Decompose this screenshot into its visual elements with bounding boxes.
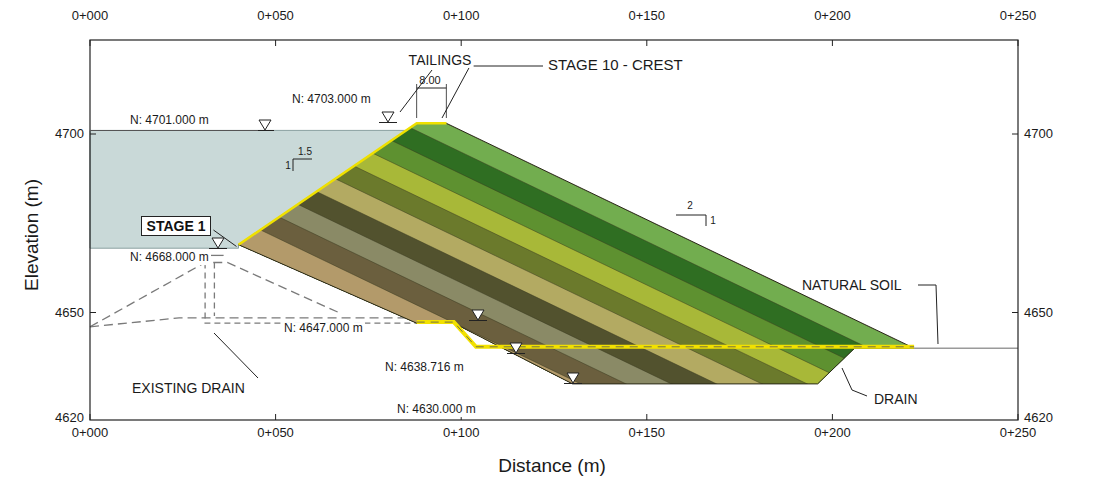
tick	[275, 414, 276, 420]
level-marker	[567, 373, 579, 383]
stage-band	[0, 63, 1105, 489]
axis-tick-label: 0+000	[72, 426, 109, 441]
drain	[417, 322, 914, 347]
upstream-liner	[239, 123, 447, 244]
axis-tick-label: 0+100	[443, 9, 480, 24]
leader-line	[442, 66, 543, 118]
dam-stages	[0, 63, 1105, 489]
slope-label: 1	[710, 215, 716, 227]
slope-label: 2	[687, 200, 693, 212]
level-marker-line	[469, 320, 487, 321]
axis-tick-label: 0+050	[257, 426, 294, 441]
tick	[1012, 134, 1018, 135]
tick	[646, 414, 647, 420]
slope-symbol	[293, 159, 312, 171]
tick	[90, 312, 96, 313]
axis-tick-label: 0+200	[814, 9, 851, 24]
stage-band	[0, 63, 1075, 489]
leader-line	[918, 285, 938, 344]
stage-band	[0, 63, 1030, 489]
dimension-extension	[446, 84, 447, 118]
tick	[832, 414, 833, 420]
axis-tick-label: 4650	[55, 305, 84, 320]
dimension-label: 8.00	[419, 74, 440, 87]
axis-tick-label: 0+150	[629, 426, 666, 441]
existing-drain	[214, 263, 215, 317]
callout-label: STAGE 10 - CREST	[546, 56, 685, 73]
elevation-label: N: 4668.000 m	[128, 251, 211, 265]
axis-tick-label: 0+200	[814, 426, 851, 441]
level-marker	[472, 310, 484, 320]
elevation-label: N: 4647.000 m	[282, 322, 365, 336]
stage-band	[0, 63, 894, 489]
callout-label: DRAIN	[872, 391, 920, 407]
level-marker	[382, 112, 394, 122]
plot-frame	[90, 40, 1018, 420]
natural-ground	[914, 347, 1018, 349]
stage-label: STAGE 1	[147, 218, 206, 234]
stage-band	[0, 63, 939, 489]
level-line	[90, 130, 258, 131]
tick	[90, 134, 96, 135]
elevation-label: N: 4638.716 m	[383, 361, 466, 375]
axis-tick-label: 4650	[1024, 305, 1053, 320]
stage-band	[0, 63, 985, 489]
level-marker	[212, 238, 224, 248]
axis-title: Elevation (m)	[21, 179, 43, 291]
slope-label: 1	[285, 160, 291, 172]
callout-label: NATURAL SOIL	[800, 277, 904, 293]
level-marker-line	[564, 383, 582, 384]
axis-tick-label: 4620	[1024, 411, 1053, 426]
axis-tick-label: 0+250	[1000, 426, 1037, 441]
callout-label: TAILINGS	[407, 52, 474, 68]
elevation-label: N: 4703.000 m	[290, 93, 373, 107]
tick	[90, 414, 91, 420]
leader-line	[842, 368, 867, 396]
drain-pipe	[417, 322, 914, 347]
existing-dam-base	[90, 318, 424, 327]
stage-band	[0, 63, 1105, 489]
tick	[1012, 312, 1018, 313]
dimension-line	[417, 88, 447, 89]
level-marker-line	[209, 248, 227, 249]
axis-tick-label: 0+050	[257, 9, 294, 24]
tick	[461, 40, 462, 46]
axis-tick-label: 0+100	[443, 426, 480, 441]
stage-band	[0, 63, 803, 489]
axis-tick-label: 4700	[1024, 127, 1053, 142]
level-marker-line	[379, 122, 397, 123]
slope-symbol	[676, 215, 706, 226]
tick	[90, 40, 91, 46]
slope-label: 1.5	[298, 146, 312, 158]
callout-label: EXISTING DRAIN	[130, 380, 247, 396]
leader-line	[214, 333, 258, 378]
stage-band	[0, 63, 1105, 489]
stage-tag: STAGE 1	[141, 216, 212, 236]
axis-title: Distance (m)	[498, 455, 606, 477]
dam-outline	[239, 123, 915, 384]
tick	[832, 40, 833, 46]
level-marker-line	[256, 130, 274, 131]
tick	[646, 40, 647, 46]
level-marker	[259, 120, 271, 130]
axis-tick-label: 0+150	[629, 9, 666, 24]
level-marker-line	[507, 353, 525, 354]
axis-tick-label: 4700	[55, 127, 84, 142]
tick	[1018, 414, 1019, 420]
axis-tick-label: 0+000	[72, 9, 109, 24]
elevation-label: N: 4630.000 m	[395, 403, 478, 417]
stage-band	[0, 63, 849, 489]
level-marker	[510, 343, 522, 353]
tick	[1018, 40, 1019, 46]
axis-tick-label: 4620	[55, 411, 84, 426]
elevation-label: N: 4701.000 m	[128, 114, 211, 128]
tick	[275, 40, 276, 46]
leader-line	[213, 230, 236, 246]
axis-tick-label: 0+250	[1000, 9, 1037, 24]
